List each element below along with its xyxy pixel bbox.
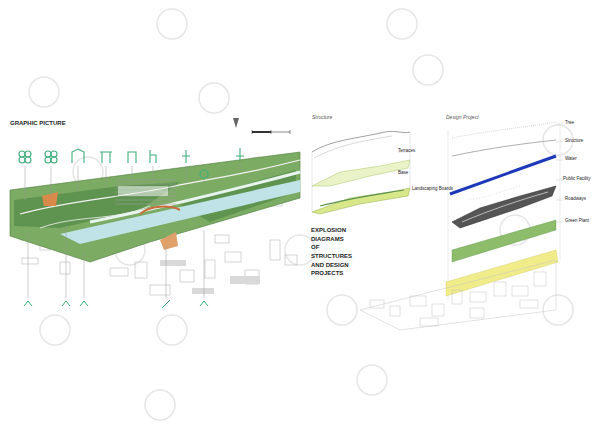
layer-label: Water xyxy=(565,156,577,161)
layer-label: Landscaping Boards xyxy=(412,186,453,191)
section-heading: Structure xyxy=(312,115,332,121)
layer-label: Structure xyxy=(565,138,583,143)
layer-label: Green Plant xyxy=(565,218,589,223)
layer-label: Public Facility xyxy=(563,176,591,181)
section-heading: Design Project xyxy=(446,115,479,121)
board-heading: GRAPHIC PICTURE xyxy=(10,120,66,127)
layer-label: Terraces xyxy=(398,148,415,153)
layer-label: Base xyxy=(398,170,408,175)
layer-label: Roadways xyxy=(565,196,586,201)
layer-label: Tree xyxy=(565,120,574,125)
section-title: EXPLOSION DIAGRAMS OF STRUCTURES AND DES… xyxy=(311,226,351,278)
